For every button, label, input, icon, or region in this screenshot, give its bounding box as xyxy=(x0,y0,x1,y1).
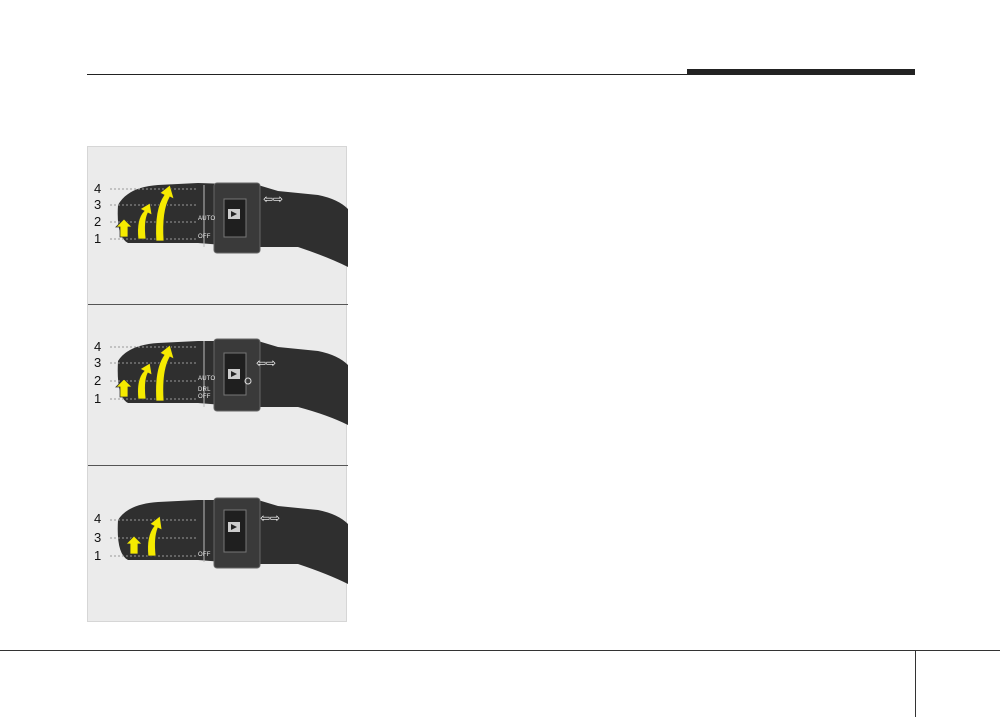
position-label: 3 xyxy=(94,355,102,370)
position-label: 4 xyxy=(94,181,102,196)
switch-label-drl: DRL xyxy=(198,387,211,393)
position-label: 1 xyxy=(94,231,102,246)
header-tab-bar xyxy=(687,69,915,75)
switch-label-off: OFF xyxy=(198,552,211,558)
switch-label-off: OFF xyxy=(198,394,211,400)
header-rule xyxy=(87,74,915,75)
panel-divider xyxy=(88,465,348,466)
position-label: 3 xyxy=(94,197,102,212)
position-label: 1 xyxy=(94,548,102,563)
stalk-illustration-2: ⇦⇨ xyxy=(110,338,348,425)
position-label: 3 xyxy=(94,530,102,545)
position-label: 4 xyxy=(94,339,102,354)
position-label: 1 xyxy=(94,391,102,406)
svg-text:⇦⇨: ⇦⇨ xyxy=(256,356,276,370)
svg-text:⇦⇨: ⇦⇨ xyxy=(260,511,280,525)
svg-text:⇦⇨: ⇦⇨ xyxy=(263,192,283,206)
stalk-illustration-1: ⇦⇨ xyxy=(110,182,348,267)
switch-label-auto: AUTO xyxy=(198,376,216,382)
footer-page-divider xyxy=(915,651,916,717)
panel-3: ⇦⇨ 4 3 1 OFF xyxy=(88,466,348,623)
panel-2: ⇦⇨ 4 3 2 1 AUTO DRL OFF xyxy=(88,305,348,465)
panel-divider xyxy=(88,304,348,305)
stalk-illustration-3: ⇦⇨ xyxy=(110,497,348,584)
panel-1: ⇦⇨ 4 3 2 1 AUTO OFF xyxy=(88,147,348,305)
position-label: 2 xyxy=(94,214,102,229)
position-label: 4 xyxy=(94,511,102,526)
headlight-switch-figure: ⇦⇨ 4 3 2 1 AUTO OFF ⇦⇨ xyxy=(87,146,348,623)
position-label: 2 xyxy=(94,373,102,388)
switch-label-off: OFF xyxy=(198,234,211,240)
footer-rule xyxy=(0,650,1000,651)
switch-label-auto: AUTO xyxy=(198,216,216,222)
